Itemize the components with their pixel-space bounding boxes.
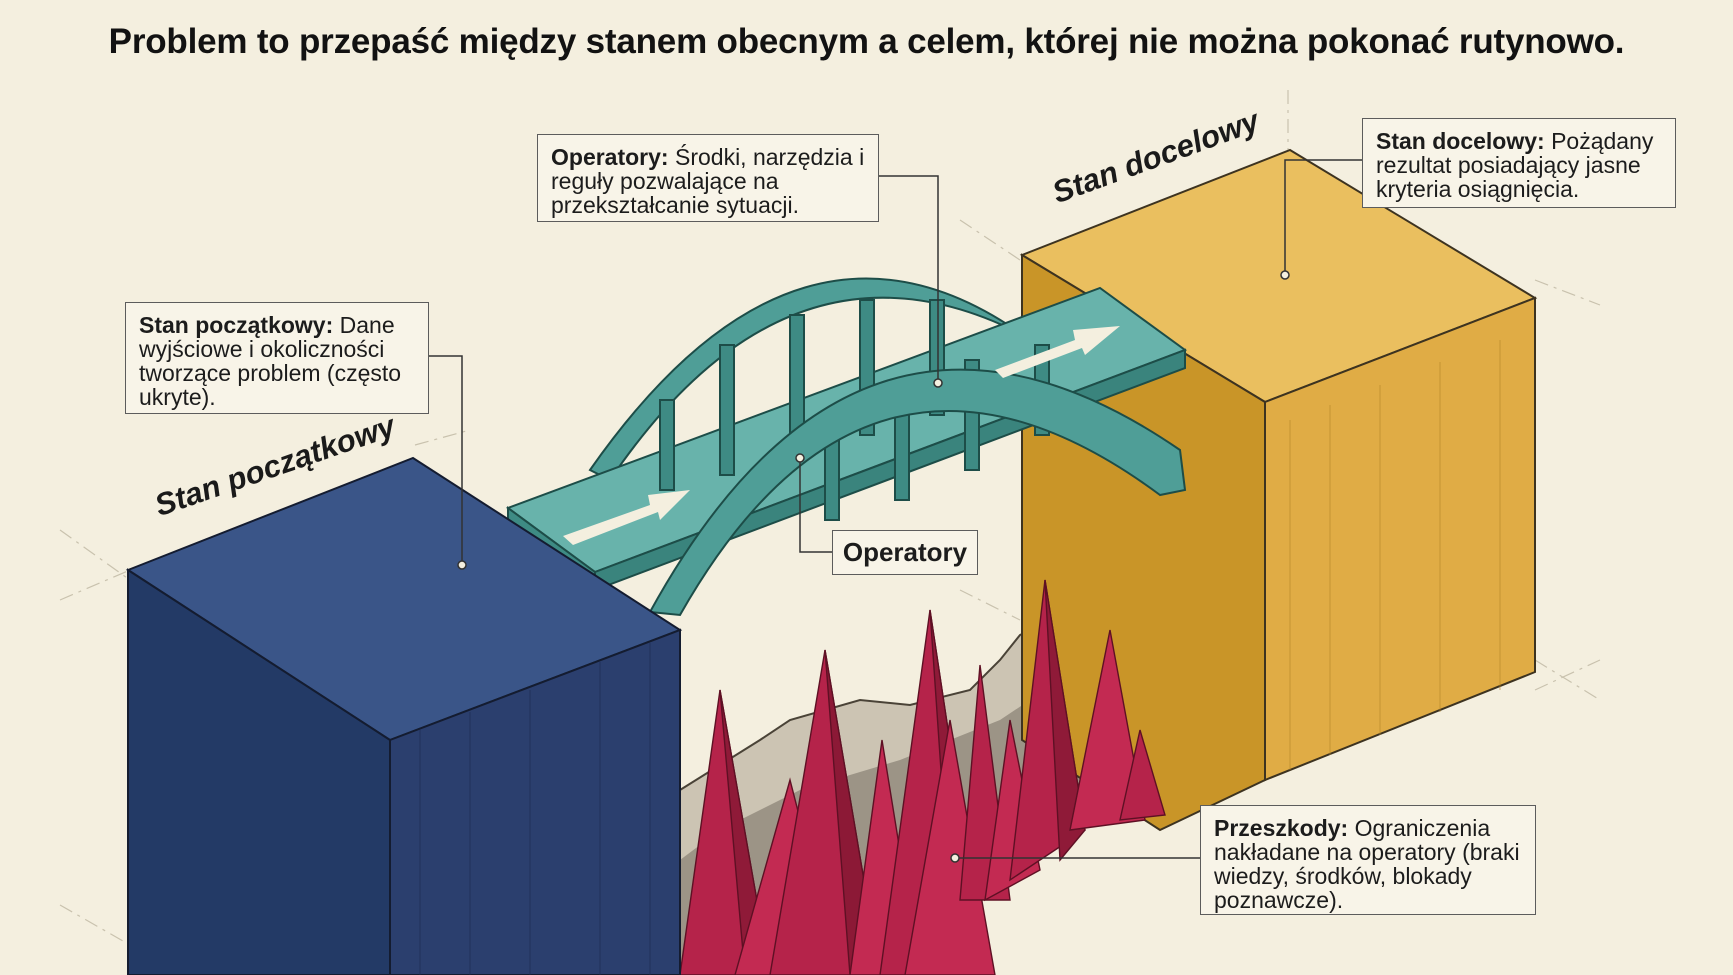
start-state-callout: Stan początkowy: Dane wyjściowe i okolic… [125,302,429,414]
operators-label: Operatory [832,530,978,575]
start-state-term: Stan początkowy: [139,312,333,338]
goal-state-term: Stan docelowy: [1376,128,1545,154]
goal-state-callout: Stan docelowy: Pożądany rezultat posiada… [1362,118,1676,208]
operators-term: Operatory: [551,144,669,170]
obstacles-callout: Przeszkody: Ograniczenia nakładane na op… [1200,805,1536,915]
obstacles-term: Przeszkody: [1214,815,1348,841]
operators-callout: Operatory: Środki, narzędzia i reguły po… [537,134,879,222]
